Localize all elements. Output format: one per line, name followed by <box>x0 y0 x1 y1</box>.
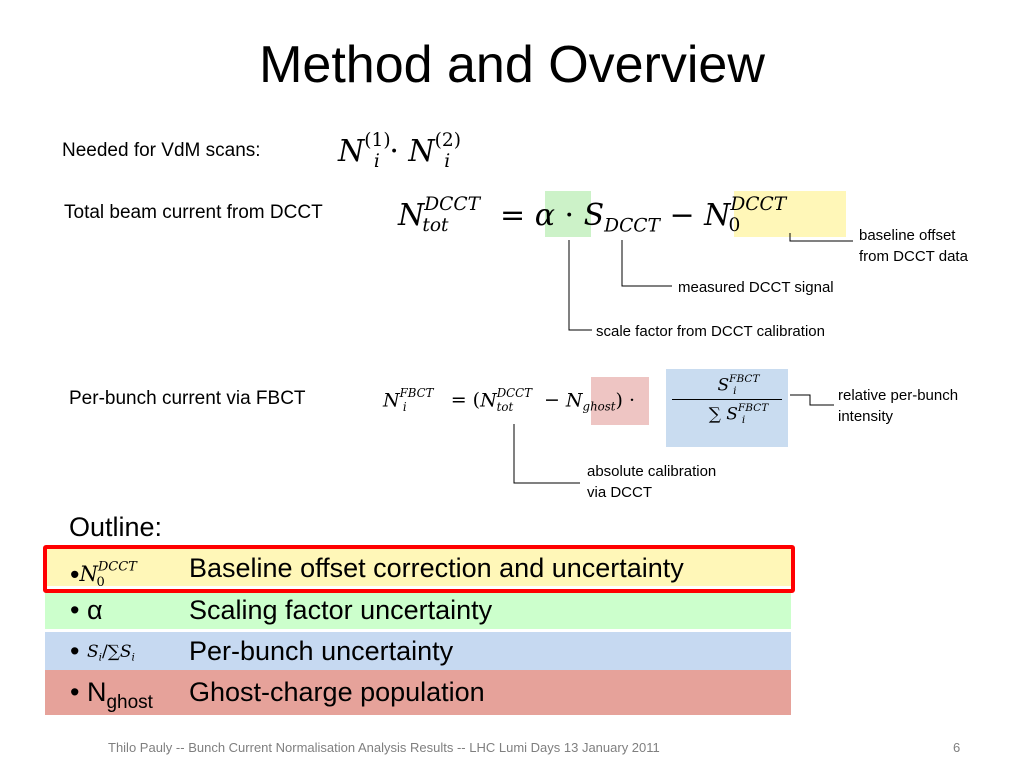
outline-item-ghost: • Nghost <box>70 677 153 713</box>
outline-text-perbunch: Per-bunch uncertainty <box>189 636 454 666</box>
outline-text-ghost: Ghost-charge population <box>189 677 485 707</box>
vdm-formula: N(1)i · N(2)i <box>338 130 462 173</box>
outline-bar-baseline <box>45 548 791 586</box>
fbct-fraction: SFBCTi ∑ SFBCTi <box>672 373 782 426</box>
ratio-symbol: Si/∑Si <box>86 642 135 664</box>
alpha-highlight <box>545 191 591 237</box>
outline-text-scaling: Scaling factor uncertainty <box>189 595 493 625</box>
total-label: Total beam current from DCCT <box>64 202 323 223</box>
relative-annotation: relative per-bunch intensity <box>838 385 958 427</box>
footer-text: Thilo Pauly -- Bunch Current Normalisati… <box>108 740 660 755</box>
absolute-annotation: absolute calibration via DCCT <box>587 461 716 503</box>
baseline-highlight <box>734 191 846 237</box>
outline-bar-perbunch <box>45 632 791 670</box>
ghost-highlight <box>591 377 649 425</box>
scale-annotation: scale factor from DCCT calibration <box>596 323 825 340</box>
alpha-symbol: α <box>86 595 103 625</box>
baseline-annotation-line1: baseline offset <box>859 227 956 244</box>
fbct-formula-left: NFBCTi = (NDCCTtot − Nghost) · <box>383 386 635 414</box>
absolute-annotation-line1: absolute calibration <box>587 463 717 480</box>
relative-annotation-line1: relative per-bunch <box>838 387 959 404</box>
needed-label: Needed for VdM scans: <box>62 140 261 161</box>
outline-highlight-frame <box>43 545 795 593</box>
outline-text-baseline: Baseline offset correction and uncertain… <box>189 553 684 583</box>
perbunch-label: Per-bunch current via FBCT <box>69 388 306 409</box>
outline-item-scaling: • α <box>70 595 103 625</box>
relative-annotation-line2: intensity <box>838 408 894 425</box>
dcct-formula: NDCCTtot = α · SDCCT − NDCCT0 <box>398 194 787 237</box>
absolute-annotation-line2: via DCCT <box>587 484 653 501</box>
baseline-annotation-line2: from DCCT data <box>859 248 968 265</box>
page-number: 6 <box>953 740 961 755</box>
outline-item-perbunch: • Si/∑Si <box>70 636 135 666</box>
ghost-subscript: ghost <box>106 692 153 713</box>
outline-item-baseline: •NDCCT0 <box>70 559 137 590</box>
measured-annotation: measured DCCT signal <box>678 279 834 296</box>
slide-title: Method and Overview <box>259 36 765 94</box>
outline-bar-ghost <box>45 670 791 715</box>
outline-heading: Outline: <box>69 512 163 542</box>
baseline-annotation: baseline offset from DCCT data <box>859 225 968 267</box>
outline-bar-scaling <box>45 591 791 629</box>
baseline-symbol: NDCCT0 <box>79 560 137 590</box>
fraction-highlight <box>666 369 788 447</box>
